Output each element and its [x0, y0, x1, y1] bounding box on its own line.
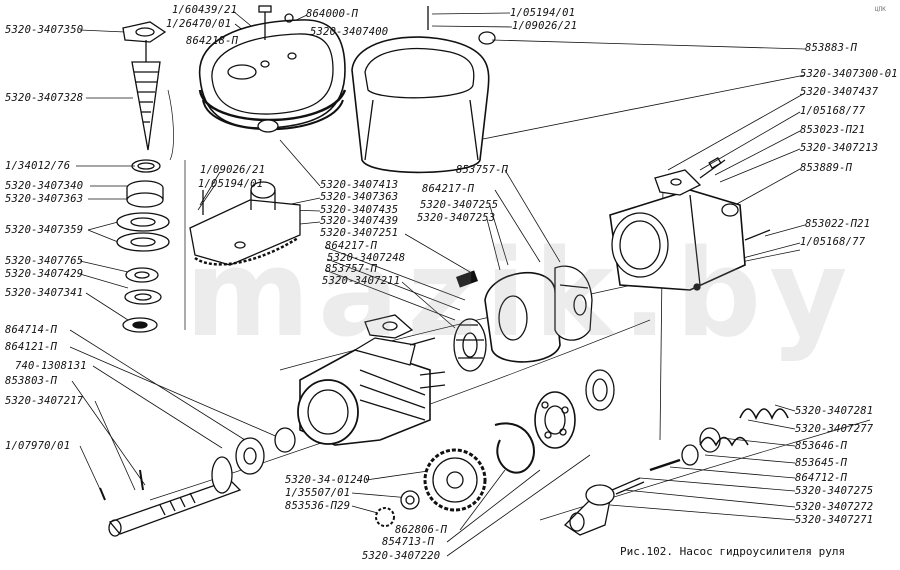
label-1-26470-01: 1/26470/01: [166, 18, 232, 30]
pump-housing: [297, 314, 446, 446]
label-5320-3407211: 5320-3407211: [322, 275, 401, 287]
label-864218: 864218-П: [186, 35, 239, 47]
label-5320-3407251: 5320-3407251: [320, 227, 399, 239]
label-5320-3407363-mid: 5320-3407363: [320, 191, 399, 203]
label-5320-3407328: 5320-3407328: [5, 92, 84, 104]
label-864121: 864121-П: [5, 341, 58, 353]
label-5320-3407340: 5320-3407340: [5, 180, 84, 192]
label-5320-3407217: 5320-3407217: [5, 395, 84, 407]
gear-and-bearing: [375, 369, 615, 527]
label-5320-3407220: 5320-3407220: [362, 550, 441, 562]
label-853803: 853803-П: [5, 375, 58, 387]
label-5320-3407271: 5320-3407271: [795, 514, 874, 526]
label-864712: 864712-П: [795, 472, 848, 484]
mount-bracket: [609, 157, 771, 291]
label-853883: 853883-П: [805, 42, 858, 54]
label-1-05168-77-b: 1/05168/77: [800, 236, 866, 248]
label-1-05194-01-top: 1/05194/01: [510, 7, 576, 19]
label-5320-3407765: 5320-3407765: [5, 255, 84, 267]
label-864714: 864714-П: [5, 324, 58, 336]
label-853023: 853023-П21: [800, 124, 866, 136]
corner-mark: ЦПК: [875, 6, 886, 13]
label-1-05168-77-a: 1/05168/77: [800, 105, 866, 117]
label-864000: 864000-П: [306, 8, 359, 20]
label-5320-3407437: 5320-3407437: [800, 86, 879, 98]
label-5320-3407435: 5320-3407435: [320, 204, 399, 216]
label-853757-b: 853757-П: [325, 263, 378, 275]
label-853645: 853645-П: [795, 457, 848, 469]
label-5320-3407341: 5320-3407341: [5, 287, 84, 299]
label-5320-3407275: 5320-3407275: [795, 485, 874, 497]
watermark-text: mazik.by: [185, 225, 856, 364]
label-5320-3407253: 5320-3407253: [417, 212, 496, 224]
figure-caption: Рис.102. Насос гидроусилителя руля: [620, 545, 846, 558]
label-854713: 854713-П: [382, 536, 435, 548]
label-5320-3407439: 5320-3407439: [320, 215, 399, 227]
label-1-35507-01: 1/35507/01: [285, 487, 351, 499]
label-1-09026-21-mid: 1/09026/21: [200, 164, 266, 176]
label-853889: 853889-П: [800, 162, 853, 174]
label-5320-3407255: 5320-3407255: [420, 199, 499, 211]
label-5320-3407281: 5320-3407281: [795, 405, 874, 417]
label-864217-a: 864217-П: [422, 183, 475, 195]
label-1-07970-01: 1/07970/01: [5, 440, 71, 452]
label-5320-3407272: 5320-3407272: [795, 501, 874, 513]
label-5320-3407277: 5320-3407277: [795, 423, 874, 435]
label-5320-3407429: 5320-3407429: [5, 268, 84, 280]
label-853022: 853022-П21: [805, 218, 871, 230]
label-864217-b: 864217-П: [325, 240, 378, 252]
filter-cup: [351, 6, 496, 174]
label-5320-3407350: 5320-3407350: [5, 24, 84, 36]
label-853646: 853646-П: [795, 440, 848, 452]
reservoir-cover: [198, 5, 347, 133]
label-5320-3407363-left: 5320-3407363: [5, 193, 84, 205]
label-853757-a: 853757-П: [456, 164, 509, 176]
label-1-34012-76: 1/34012/76: [5, 160, 71, 172]
label-853536: 853536-П29: [285, 500, 351, 512]
rotor-assembly: [453, 265, 593, 372]
label-862806: 862806-П: [395, 524, 448, 536]
label-1-09026-21-top: 1/09026/21: [512, 20, 578, 32]
label-5320-3407213: 5320-3407213: [800, 142, 879, 154]
valve-body: [189, 181, 301, 266]
label-740-1308131: 740-1308131: [15, 360, 87, 372]
label-1-05194-01-mid: 1/05194/01: [198, 178, 264, 190]
relief-valve-parts: [563, 408, 789, 536]
label-5320-3407300-01: 5320-3407300-01: [800, 68, 898, 80]
label-5320-3407413: 5320-3407413: [320, 179, 399, 191]
label-1-60439-21: 1/60439/21: [172, 4, 238, 16]
valve-stack: [116, 21, 170, 333]
label-5320-3407248: 5320-3407248: [327, 252, 406, 264]
drive-shaft: [99, 427, 296, 537]
label-5320-3407359: 5320-3407359: [5, 224, 84, 236]
label-5320-34-01240: 5320-34-01240: [285, 474, 370, 486]
leader-lines: [69, 10, 806, 557]
label-5320-3407400: 5320-3407400: [310, 26, 389, 38]
